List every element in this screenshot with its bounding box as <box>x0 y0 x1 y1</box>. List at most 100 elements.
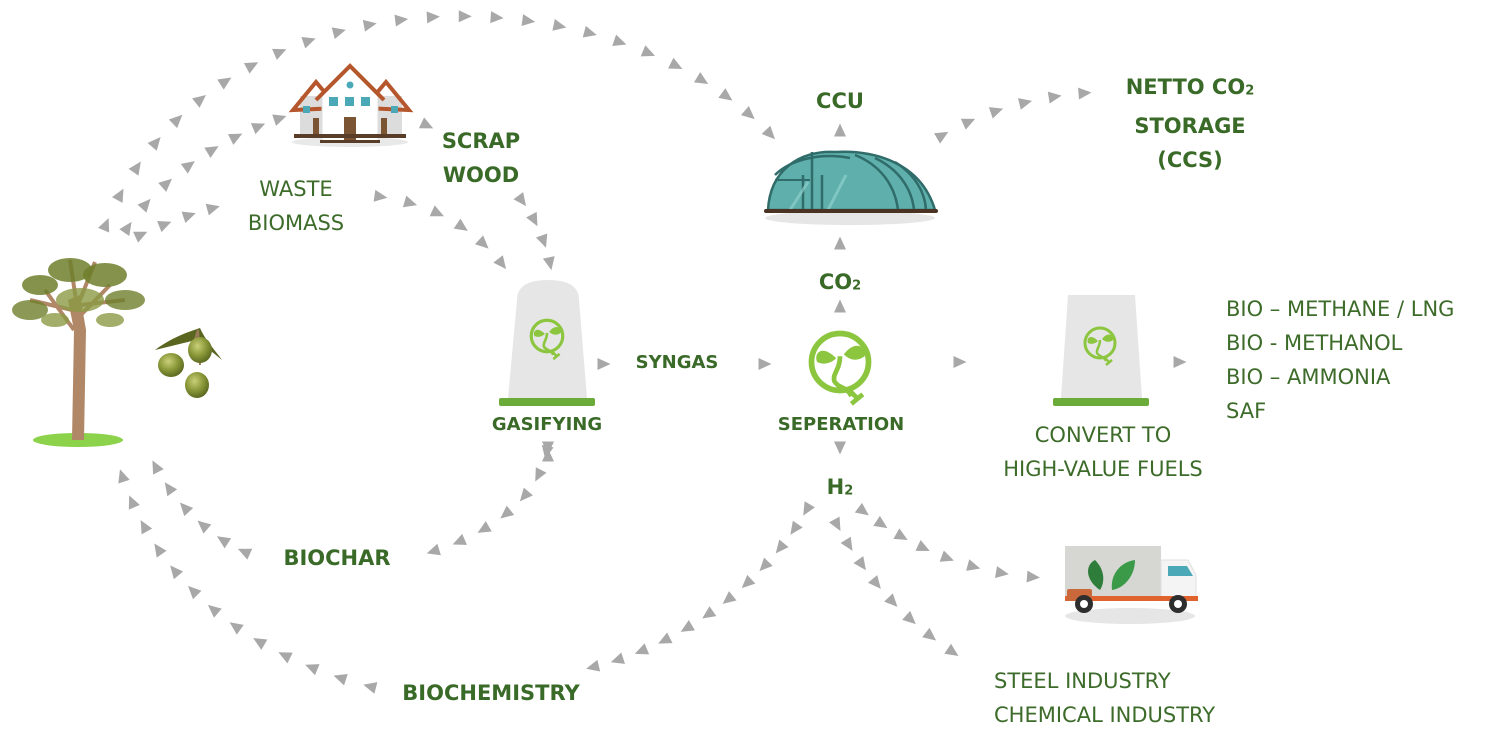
arrow-h2-to-industry <box>944 643 959 656</box>
biochar-label: BIOCHAR <box>283 546 391 570</box>
flow-arrows <box>98 10 1187 694</box>
arrow-h2-to-biochemistry <box>759 557 773 572</box>
netto-co2-storage-label: NETTO CO2 STORAGE (CCS) <box>1110 70 1270 177</box>
industry-line: STEEL INDUSTRY <box>994 669 1171 693</box>
sprout-cycle-icon <box>812 334 869 404</box>
olive-branch-icon <box>155 328 222 398</box>
arrow-h2-to-biochemistry <box>634 643 650 655</box>
arrow-gasifier-to-biochar <box>519 487 533 502</box>
arrow-tree-to-house <box>272 114 287 126</box>
fuel-item: BIO - METHANOL <box>1226 331 1403 355</box>
arrow-h2-to-biochemistry <box>741 574 756 589</box>
arrow-gasifier-to-biochar <box>535 467 547 482</box>
arrow-gasifier-to-biochar <box>426 543 441 556</box>
fuel-products-list: BIO – METHANE / LNG BIO - METHANOL BIO –… <box>1226 292 1454 428</box>
arrow-biochar-to-tree <box>197 520 212 534</box>
arrow-greenhouse-to-ccs <box>1047 91 1062 104</box>
arrow-tree-to-greenhouse <box>98 218 110 233</box>
arrow-h2-to-truck <box>873 515 888 529</box>
h2-label: H2 <box>805 470 875 509</box>
arrow-tree-to-waste <box>157 221 172 233</box>
arrow-greenhouse-to-ccu <box>834 123 846 137</box>
arrow-h2-to-biochemistry <box>610 652 626 664</box>
h2-base: H <box>826 475 845 499</box>
arrow-gasifier-to-syngas <box>597 358 611 370</box>
arrow-greenhouse-to-ccs <box>934 131 949 144</box>
arrow-gasifier-to-biochar <box>500 505 515 519</box>
arrow-h2-to-biochemistry <box>803 501 815 516</box>
arrow-tree-to-waste <box>205 203 220 216</box>
industry-label: STEEL INDUSTRY CHEMICAL INDUSTRY <box>994 664 1215 732</box>
truck-icon <box>1065 546 1198 624</box>
arrow-seperation-to-co2 <box>834 299 846 313</box>
convert-line: CONVERT TO <box>1034 423 1172 447</box>
arrow-h2-to-biochemistry <box>586 659 601 672</box>
arrow-waste-to-gasifier <box>453 218 468 231</box>
greenhouse-icon <box>764 150 938 225</box>
industry-line: CHEMICAL INDUSTRY <box>994 703 1216 727</box>
arrow-h2-to-biochemistry <box>702 606 717 619</box>
syngas-label: SYNGAS <box>635 352 719 373</box>
arrow-tree-to-greenhouse <box>301 37 316 49</box>
ccs-line: (CCS) <box>1157 147 1223 172</box>
co2-subscript: 2 <box>852 278 862 294</box>
arrow-h2-to-industry <box>902 610 916 625</box>
arrow-tree-to-house <box>204 146 219 158</box>
arrow-waste-to-gasifier <box>373 189 388 202</box>
arrow-tree-to-greenhouse <box>147 136 161 151</box>
arrow-biochemistry-to-tree <box>253 638 268 650</box>
arrow-biochar-to-tree <box>179 502 194 517</box>
house-icon <box>288 63 414 147</box>
arrow-tree-to-waste <box>133 231 148 243</box>
arrow-waste-to-gasifier <box>402 195 418 208</box>
arrow-to-gasifier-up <box>542 448 554 462</box>
arrow-h2-to-truck <box>939 550 954 562</box>
arrow-h2-to-truck <box>854 502 869 516</box>
fuel-item: SAF <box>1226 399 1267 423</box>
convert-line: HIGH-VALUE FUELS <box>1003 457 1203 481</box>
arrow-greenhouse-to-ccs <box>1017 98 1033 110</box>
arrow-tree-to-greenhouse <box>217 77 232 90</box>
gasifying-label: GASIFYING <box>491 414 603 435</box>
arrow-biochemistry-to-tree <box>207 604 222 618</box>
arrow-tree-to-greenhouse <box>693 72 709 84</box>
arrow-tree-to-greenhouse <box>128 161 141 176</box>
arrow-tree-to-house <box>180 161 195 174</box>
arrow-biochar-to-tree <box>216 536 232 549</box>
arrow-gasifier-to-biochar <box>477 521 492 533</box>
arrow-h2-to-truck <box>1026 570 1040 583</box>
arrow-tree-to-house <box>227 133 243 145</box>
arrow-biochemistry-to-tree <box>128 495 140 510</box>
arrow-h2-to-industry <box>884 593 898 607</box>
arrow-syngas-to-seperation <box>758 358 772 370</box>
arrow-tree-to-greenhouse <box>362 19 377 32</box>
arrow-tree-to-house <box>158 178 172 192</box>
arrow-tree-to-house <box>250 123 266 135</box>
arrow-tree-to-greenhouse <box>331 27 346 39</box>
arrow-biochemistry-to-tree <box>140 520 153 535</box>
arrow-biochemistry-to-tree <box>118 469 130 484</box>
arrow-h2-to-truck <box>966 559 981 571</box>
arrow-h2-to-biochemistry <box>775 539 789 554</box>
arrow-co2-to-greenhouse <box>834 236 846 250</box>
arrow-h2-to-biochemistry <box>658 632 673 644</box>
arrow-greenhouse-to-ccs <box>960 118 976 130</box>
arrow-greenhouse-to-ccs <box>1078 87 1092 100</box>
arrow-biochar-to-tree <box>164 482 178 497</box>
arrow-tree-to-greenhouse <box>718 88 733 101</box>
arrow-biochemistry-to-tree <box>188 585 202 600</box>
arrow-tree-to-greenhouse <box>640 45 656 57</box>
arrow-seperation-to-convert <box>953 356 967 368</box>
netto-subscript: 2 <box>1245 83 1255 99</box>
arrow-house-to-scrap <box>418 117 434 129</box>
co2-label: CO2 <box>800 265 880 304</box>
arrow-biochemistry-to-tree <box>154 543 167 558</box>
arrow-h2-to-biochemistry <box>722 591 737 604</box>
arrow-h2-to-truck <box>893 528 908 541</box>
arrow-tree-to-greenhouse <box>112 188 124 203</box>
arrow-tree-to-greenhouse <box>740 106 755 120</box>
arrow-tree-to-greenhouse <box>426 11 440 24</box>
arrow-h2-to-truck <box>995 566 1009 578</box>
arrow-tree-to-greenhouse <box>192 94 207 108</box>
